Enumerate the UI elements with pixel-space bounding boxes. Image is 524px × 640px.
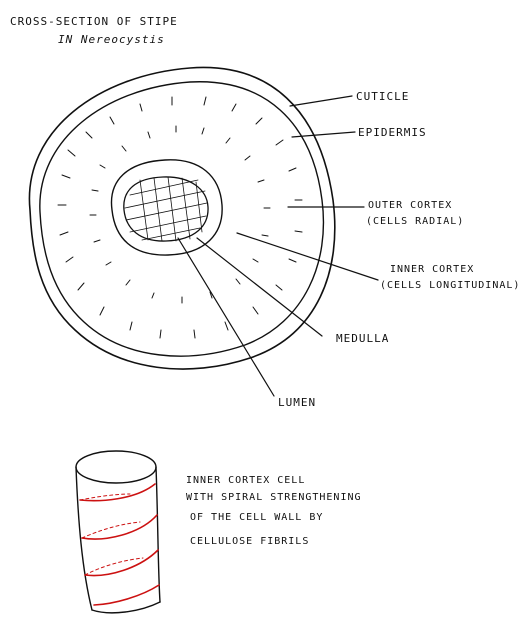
cell-bottom-edge [91,601,161,614]
cell-top-ellipse [75,450,157,484]
spiral-cellulose-fibrils [79,483,160,606]
epidermis-leader [291,131,356,138]
medulla-label: MEDULLA [336,332,389,345]
cell-caption-line-1: INNER CORTEX CELL [186,475,305,486]
cuticle-label: CUTICLE [356,90,409,103]
medulla-leader [196,237,323,337]
title-line-1: CROSS-SECTION OF STIPE [10,15,178,28]
cell-caption-line-2: WITH SPIRAL STRENGTHENING [186,492,362,503]
cell-right-wall [155,466,161,603]
outer-cortex-radial-cells [57,96,303,339]
lumen-label: LUMEN [278,396,316,409]
epidermis-outline [39,81,325,357]
lumen-outline [123,176,209,242]
outer-cortex-label-2: (CELLS RADIAL) [366,216,464,227]
inner-cortex-label-2: (CELLS LONGITUDINAL) [380,280,520,291]
lumen-hatching [124,176,208,242]
cuticle-outline [28,66,336,370]
epidermis-label: EPIDERMIS [358,126,427,139]
title-line-2: IN Nereocystis [58,33,165,46]
outer-cortex-label-1: OUTER CORTEX [368,200,452,211]
cell-left-wall [75,466,93,611]
medulla-outline [110,159,223,256]
cuticle-leader [289,95,353,107]
inner-cortex-cell-drawing [75,450,161,614]
inner-cortex-longitudinal-cells [89,125,271,304]
inner-cortex-leader [236,232,379,281]
lumen-leader [177,237,275,397]
inner-cortex-label-1: INNER CORTEX [390,264,474,275]
cell-caption-line-4: CELLULOSE FIBRILS [190,536,309,547]
cell-caption-line-3: OF THE CELL WALL BY [190,512,323,523]
